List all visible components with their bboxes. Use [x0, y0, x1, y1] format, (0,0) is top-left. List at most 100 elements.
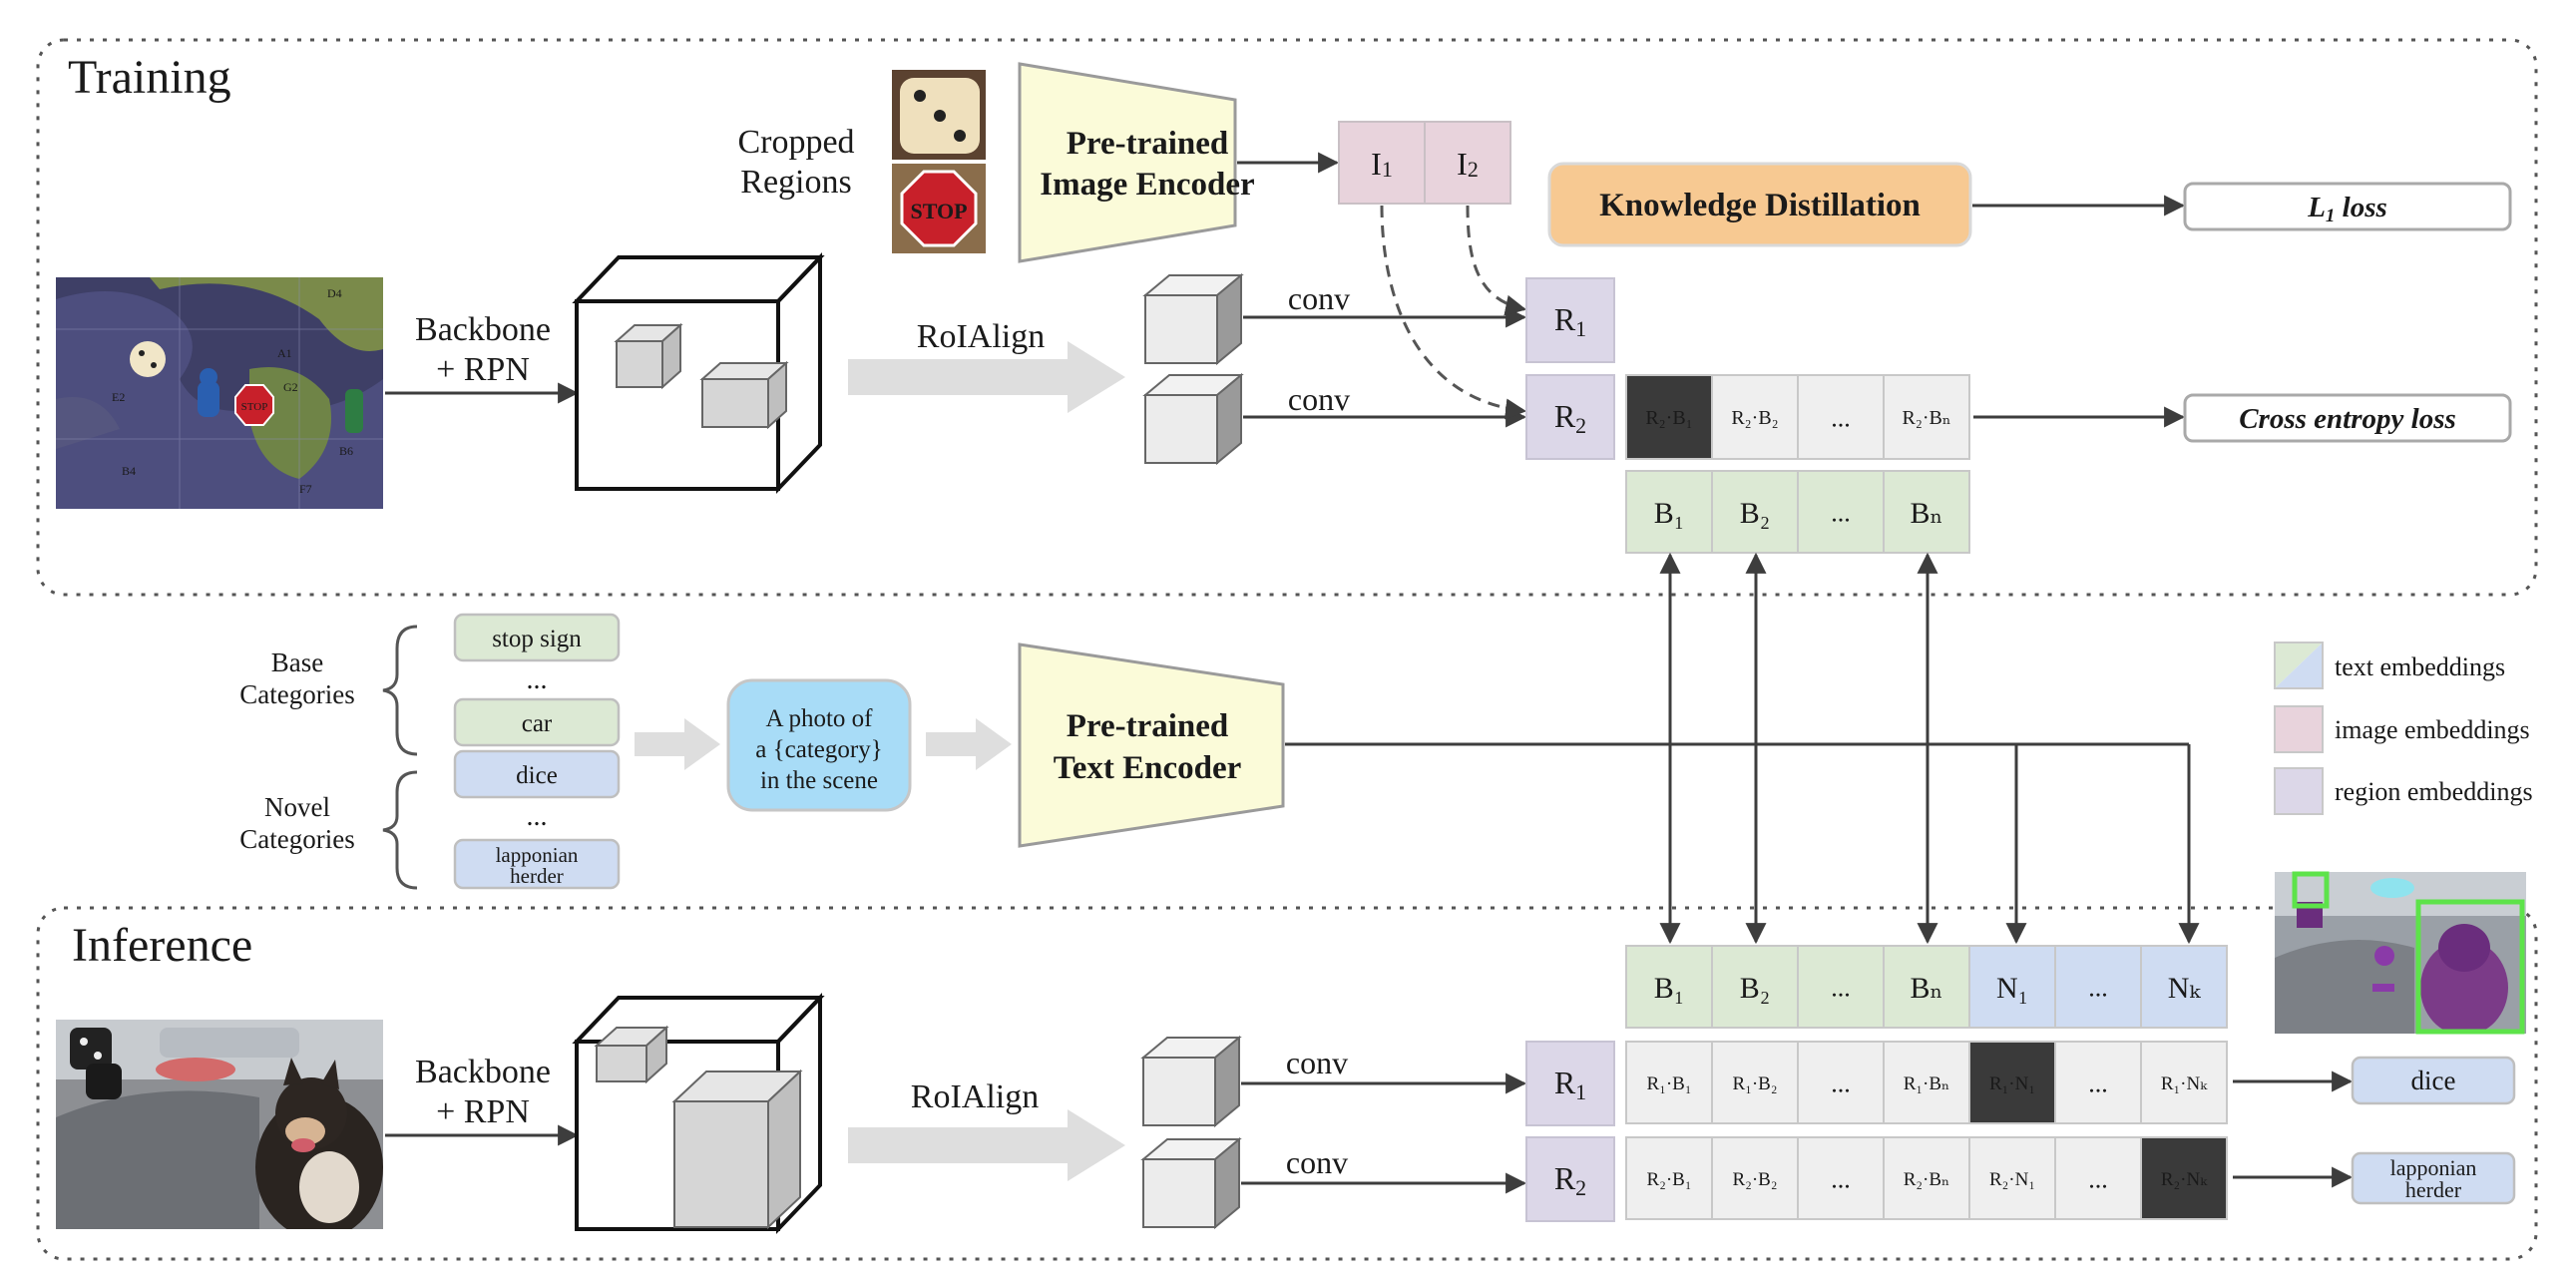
- region-embedding-training-r2: [1525, 374, 1615, 460]
- legend-text-swatch-blue: [2275, 642, 2323, 688]
- arrow-prompt-to-text-encoder: [926, 718, 1012, 770]
- stop-sign-label-small: STOP: [241, 401, 268, 413]
- cropped-dice-image: [892, 70, 986, 160]
- map-label-d4: D4: [327, 286, 342, 300]
- inference-score-row-r2-6-label: R₂·Nₖ: [2161, 1169, 2208, 1190]
- inference-embedding-2-cell: [1797, 945, 1885, 1029]
- inference-embedding-4-cell: [1968, 945, 2056, 1029]
- training-score-1-label: R₂·B₂: [1731, 407, 1778, 429]
- training-title: Training: [68, 51, 231, 104]
- training-score-0-cell: [1625, 374, 1713, 460]
- inference-score-row-r2-0-label: R₂·B₁: [1647, 1169, 1692, 1190]
- base-categories-label-1: Base: [271, 647, 324, 677]
- region-embedding-inference-r2-label: R2: [1554, 1160, 1586, 1200]
- inference-score-row-r1-5-label: ...: [2088, 1069, 2108, 1097]
- training-base-embedding-0-cell: [1625, 470, 1713, 554]
- image-encoder-label-2: Image Encoder: [1040, 167, 1254, 203]
- region-feature-cube-inference-r2: [1140, 1136, 1242, 1230]
- inference-score-row-r1-1-label: R₁·B₂: [1733, 1073, 1778, 1094]
- image-embedding-i1: [1338, 121, 1426, 205]
- inference-score-row-r1-0-label: R₁·B₁: [1647, 1073, 1692, 1094]
- training-base-embedding-3-cell: [1883, 470, 1970, 554]
- dashed-arrow-i2-to-r1: [1466, 205, 1527, 316]
- legend-text-embeddings: text embeddings: [2335, 652, 2505, 681]
- training-score-1-cell: [1711, 374, 1799, 460]
- inference-score-row-r2-0-cell: [1625, 1136, 1713, 1220]
- backbone-label-inference-1: Backbone: [415, 1054, 551, 1090]
- cropped-stop-sign-label: STOP: [910, 199, 967, 223]
- detection-box-dice: [2292, 871, 2330, 909]
- training-base-embedding-2-cell: [1797, 470, 1885, 554]
- roi-box-training-1: [614, 322, 683, 390]
- conv-label-inference-2: conv: [1286, 1144, 1348, 1180]
- inference-embedding-4-label: N₁: [1996, 972, 2028, 1005]
- category-lapponian-herder-label-2: herder: [510, 864, 564, 888]
- inference-score-row-r2-3-label: R₂·Bₙ: [1904, 1169, 1950, 1190]
- inference-embedding-1-cell: [1711, 945, 1799, 1029]
- category-car: [453, 697, 621, 747]
- output-herder-box: [2351, 1151, 2516, 1205]
- inference-score-row-r1-1-cell: [1711, 1041, 1799, 1124]
- l1-loss-label: L1 loss: [2307, 192, 2387, 226]
- image-embedding-i1-label: I1: [1371, 146, 1393, 182]
- training-input-image: STOP E2 A1 G2 D4 B4 B6 F7: [56, 277, 383, 509]
- training-frame: [36, 38, 2538, 597]
- inference-score-row-r1-3-cell: [1883, 1041, 1970, 1124]
- prompt-template-line-1: A photo of: [766, 705, 874, 732]
- image-embedding-i2: [1424, 121, 1511, 205]
- prompt-template-box: [726, 678, 912, 812]
- region-embedding-inference-r1-label: R1: [1554, 1065, 1586, 1104]
- prompt-template-line-2: a {category}: [755, 736, 882, 763]
- training-score-2-cell: [1797, 374, 1885, 460]
- training-base-embedding-3-label: Bₙ: [1911, 497, 1943, 530]
- region-feature-cube-training-r2: [1142, 372, 1244, 466]
- arrow-categories-to-prompt: [635, 718, 720, 770]
- map-label-f7: F7: [299, 482, 312, 496]
- legend-region-embeddings: region embeddings: [2335, 777, 2533, 806]
- ce-loss-label: Cross entropy loss: [2239, 403, 2456, 435]
- roialign-arrow-training: [848, 341, 1125, 413]
- inference-score-row-r1-6-cell: [2140, 1041, 2228, 1124]
- inference-score-row-r1-0-cell: [1625, 1041, 1713, 1124]
- inference-score-row-r2-2-label: ...: [1831, 1164, 1851, 1193]
- inference-score-row-r2-1-cell: [1711, 1136, 1799, 1220]
- roialign-arrow-inference: [848, 1109, 1125, 1181]
- base-categories-label-2: Categories: [239, 679, 354, 709]
- training-base-embedding-2-label: ...: [1831, 498, 1851, 527]
- backbone-label-training-1: Backbone: [415, 311, 551, 348]
- inference-score-row-r2-5-cell: [2054, 1136, 2142, 1220]
- image-embedding-i2-label: I2: [1457, 146, 1479, 182]
- novel-categories-label-2: Categories: [239, 824, 354, 854]
- category-car-label: car: [522, 710, 553, 737]
- training-base-embedding-1-label: B₂: [1740, 497, 1770, 530]
- training-score-2-label: ...: [1831, 403, 1851, 432]
- text-encoder-block: [1018, 642, 1285, 848]
- inference-embedding-2-label: ...: [1831, 973, 1851, 1002]
- conv-label-training-1: conv: [1288, 280, 1350, 316]
- backbone-label-inference-2: + RPN: [436, 1093, 530, 1130]
- ce-loss-box: [2183, 393, 2512, 443]
- training-score-0-label: R₂·B₁: [1645, 407, 1692, 429]
- roialign-label-inference: RoIAlign: [911, 1078, 1039, 1115]
- region-feature-cube-training-r1: [1142, 272, 1244, 366]
- inference-embedding-0-label: B₁: [1654, 972, 1684, 1005]
- conv-label-training-2: conv: [1288, 381, 1350, 417]
- novel-categories-brace: [382, 770, 418, 890]
- category-dice: [453, 749, 621, 799]
- inference-score-row-r2-4-label: R₂·N₁: [1989, 1169, 2035, 1190]
- inference-score-row-r2-3-cell: [1883, 1136, 1970, 1220]
- legend-region-swatch: [2274, 767, 2324, 815]
- inference-score-row-r2-2-cell: [1797, 1136, 1885, 1220]
- map-label-b4: B4: [122, 464, 136, 478]
- legend-image-embeddings: image embeddings: [2335, 715, 2530, 744]
- cropped-regions-label-1: Cropped: [737, 124, 854, 161]
- region-embedding-training-r2-label: R2: [1554, 398, 1586, 438]
- region-embedding-inference-r1: [1525, 1041, 1615, 1126]
- dashed-arrow-i1-to-r2: [1380, 205, 1527, 420]
- region-embedding-training-r1-label: R1: [1554, 301, 1586, 341]
- output-herder-label-1: lapponian: [2390, 1155, 2477, 1180]
